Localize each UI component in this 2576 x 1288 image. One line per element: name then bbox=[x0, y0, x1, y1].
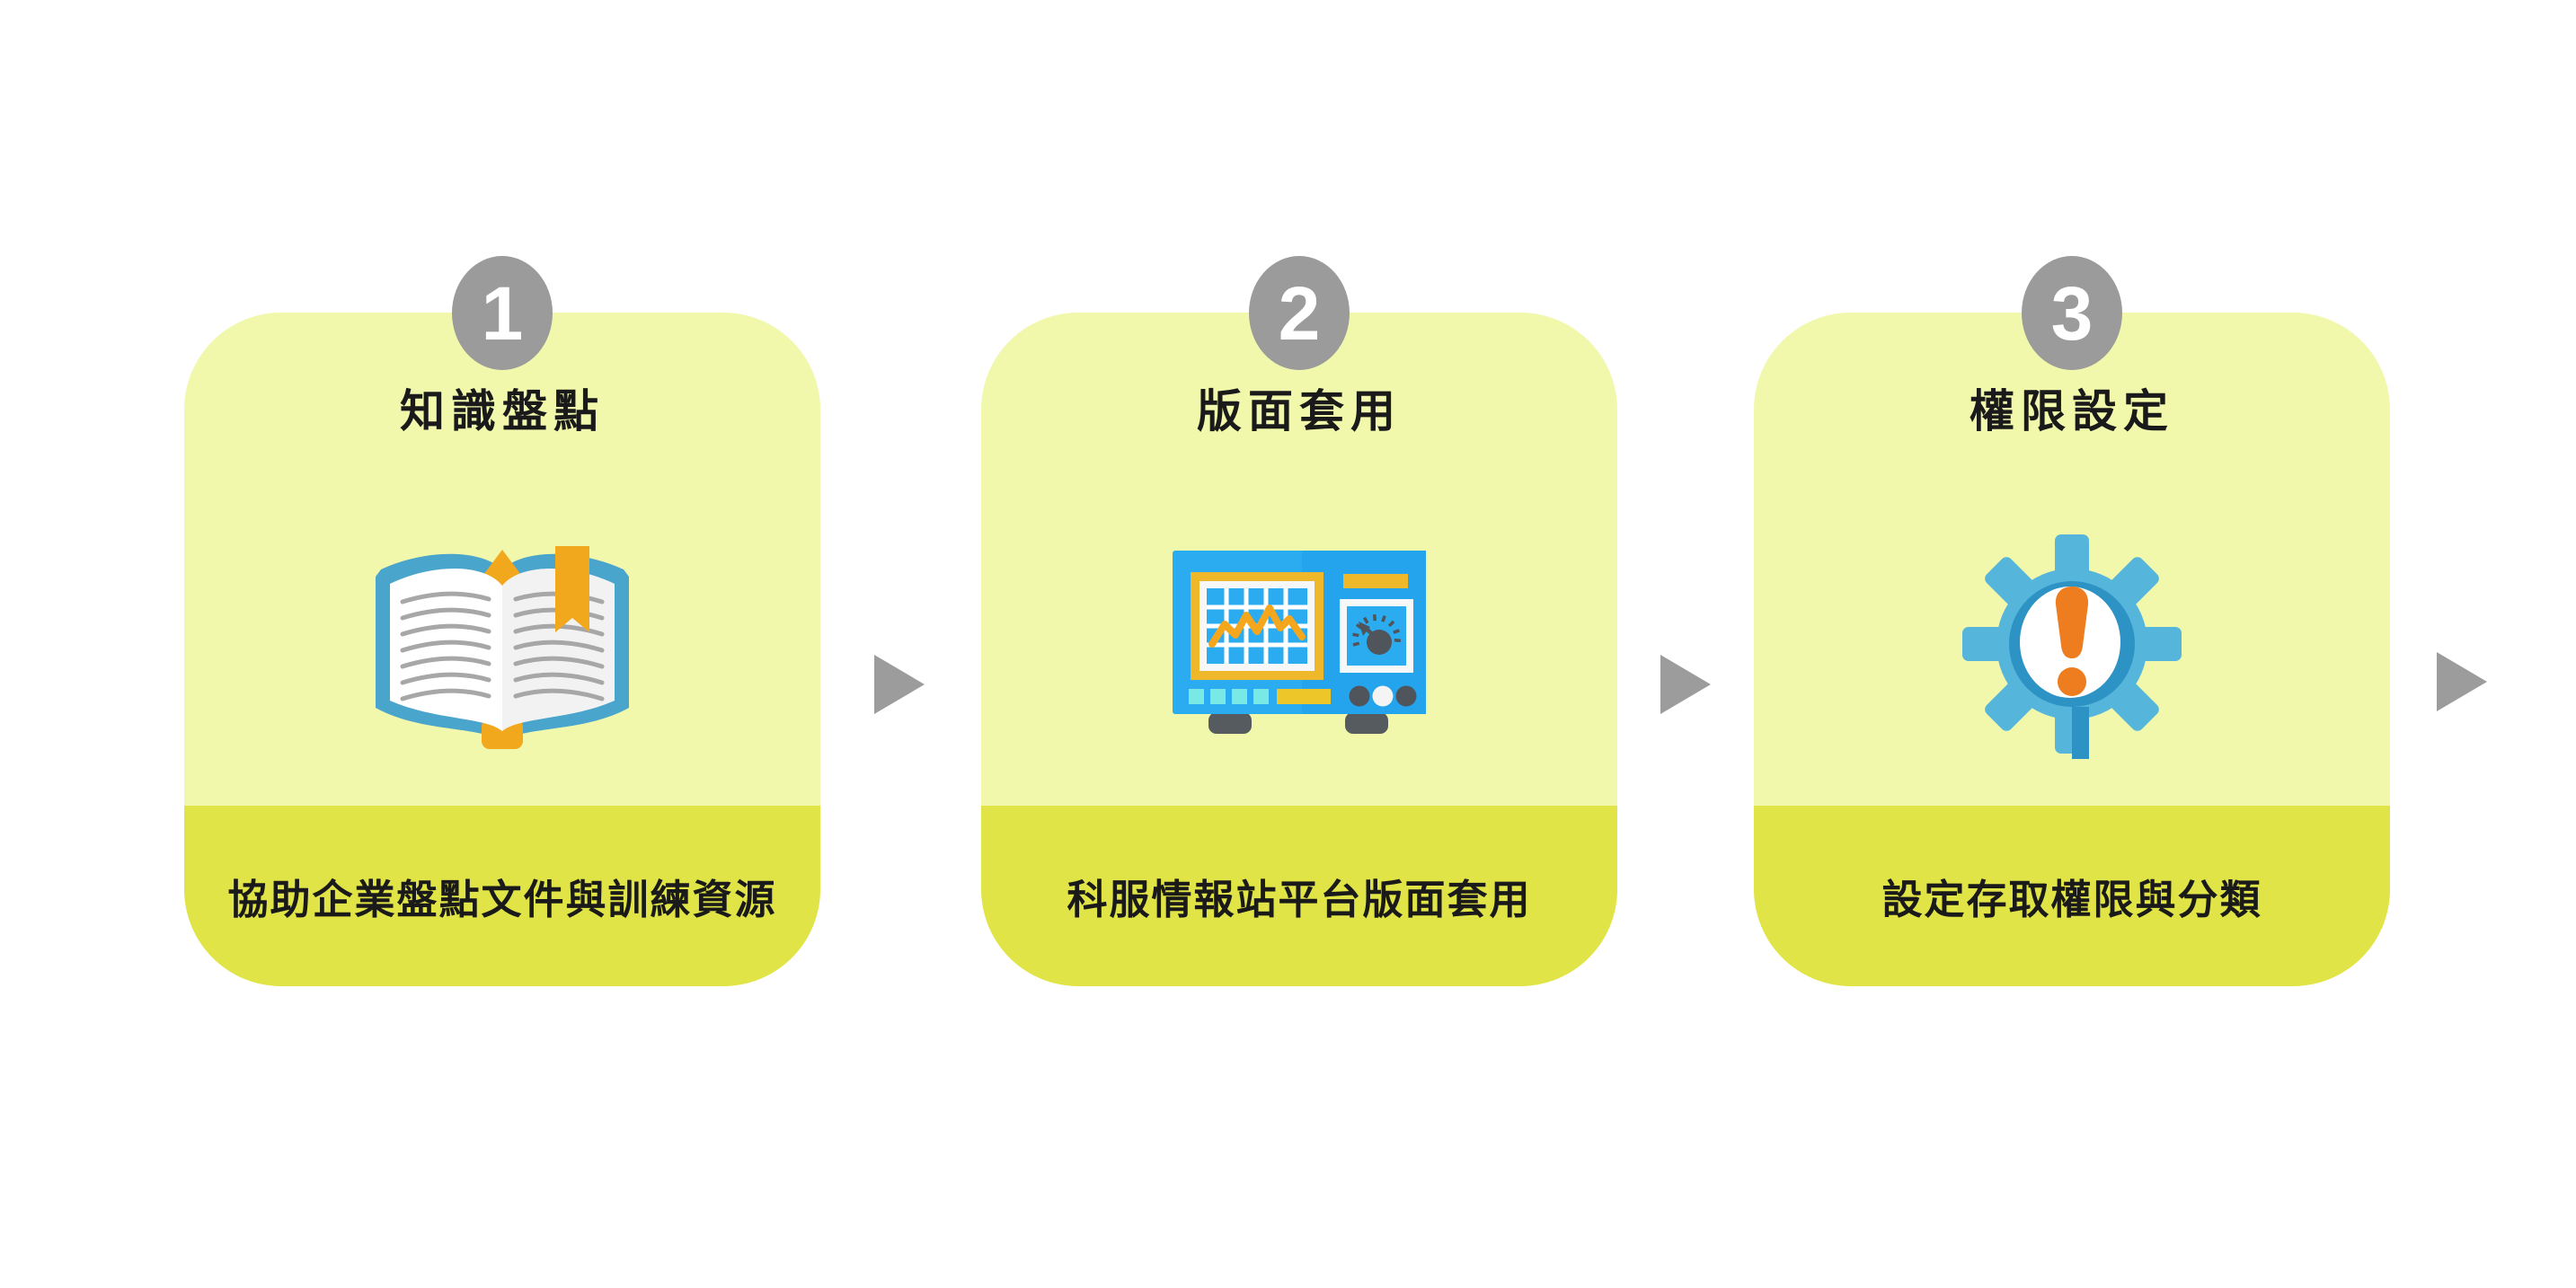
step-card-2: 2 版面套用 bbox=[981, 256, 1617, 986]
step-icon-wrap bbox=[981, 526, 1617, 763]
instrument-panel-icon bbox=[1173, 551, 1426, 734]
step-description: 設定存取權限與分類 bbox=[1881, 877, 2262, 922]
step-number: 2 bbox=[1278, 270, 1321, 356]
step-banner: 設定存取權限與分類 bbox=[1754, 806, 2390, 986]
step-icon-wrap bbox=[184, 526, 820, 763]
step-card-3: 3 權限設定 bbox=[1754, 256, 2390, 986]
step-number: 3 bbox=[2050, 270, 2094, 356]
step-description: 科服情報站平台版面套用 bbox=[1067, 877, 1532, 922]
arrow-right-icon bbox=[1660, 655, 1711, 714]
gear-alert-icon bbox=[1962, 534, 2182, 759]
step-banner: 協助企業盤點文件與訓練資源 bbox=[184, 806, 820, 986]
arrow-right-icon bbox=[2437, 652, 2487, 711]
step-number-badge: 1 bbox=[452, 256, 553, 370]
open-book-icon bbox=[376, 546, 629, 749]
step-icon-wrap bbox=[1754, 526, 2390, 763]
arrow-right-icon bbox=[874, 655, 925, 714]
step-card-1: 1 知識盤點 bbox=[184, 256, 820, 986]
step-title: 版面套用 bbox=[1197, 386, 1402, 437]
step-title: 知識盤點 bbox=[400, 386, 605, 437]
step-number-badge: 2 bbox=[1249, 256, 1350, 370]
step-number-badge: 3 bbox=[2022, 256, 2122, 370]
step-number: 1 bbox=[481, 270, 524, 356]
step-description: 協助企業盤點文件與訓練資源 bbox=[227, 877, 777, 922]
step-banner: 科服情報站平台版面套用 bbox=[981, 806, 1617, 986]
step-title: 權限設定 bbox=[1970, 386, 2174, 437]
